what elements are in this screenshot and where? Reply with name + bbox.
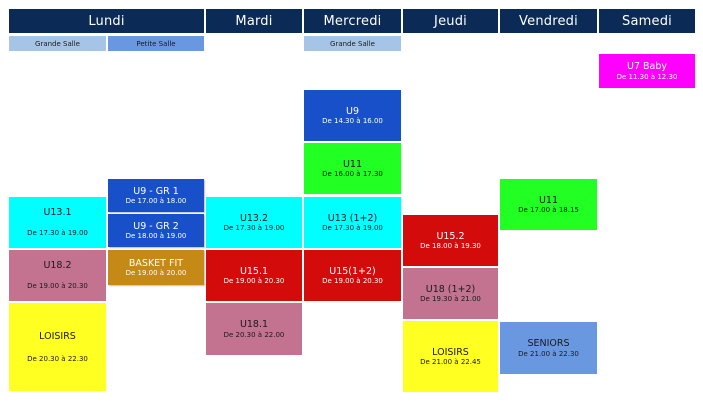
session-name: U15(1+2) (329, 265, 376, 277)
session-name: U18.2 (43, 260, 72, 272)
room-label-mercredi-grande-salle: Grande Salle (304, 36, 401, 51)
room-label-lundi-petite-salle: Petite Salle (108, 36, 204, 51)
session-block-lundi-u9-gr2[interactable]: U9 - GR 2 De 18.00 à 19.00 (108, 214, 204, 247)
day-header-mardi: Mardi (206, 9, 302, 33)
day-header-samedi: Samedi (599, 9, 695, 33)
session-block-mercredi-u11[interactable]: U11 De 16.00 à 17.30 (304, 143, 401, 194)
session-block-lundi-u13-1[interactable]: U13.1 De 17.30 à 19.00 (9, 197, 106, 248)
session-block-vendredi-seniors[interactable]: SENIORS De 21.00 à 22.30 (500, 322, 597, 374)
session-time: De 19.30 à 21.00 (420, 295, 481, 303)
session-name: SENIORS (527, 338, 570, 350)
session-time: De 17.30 à 19.00 (223, 224, 285, 232)
session-time: De 20.30 à 22.30 (27, 354, 88, 363)
session-name: U18 (1+2) (425, 283, 476, 295)
session-name: U18.1 (239, 319, 269, 331)
session-name: U13.1 (43, 207, 72, 219)
day-header-jeudi: Jeudi (403, 9, 498, 33)
session-block-mardi-u15-1[interactable]: U15.1 De 19.00 à 20.30 (206, 250, 302, 301)
session-block-mardi-u13-2[interactable]: U13.2 De 17.30 à 19.00 (206, 197, 302, 248)
session-name: U15.1 (239, 265, 269, 277)
session-time: De 17.00 à 18.00 (125, 197, 187, 205)
session-name: U15.2 (436, 230, 465, 242)
session-time: De 20.30 à 22.00 (223, 330, 285, 339)
session-time: De 19.00 à 20.00 (125, 269, 187, 277)
session-block-mercredi-u15[interactable]: U15(1+2) De 19.00 à 20.30 (304, 250, 401, 301)
session-name: U9 - GR 1 (133, 185, 179, 197)
session-name: LOISIRS (39, 331, 76, 343)
session-block-lundi-loisirs[interactable]: LOISIRS De 20.30 à 22.30 (9, 303, 106, 391)
session-block-mercredi-u9[interactable]: U9 De 14.30 à 16.00 (304, 90, 401, 141)
session-name: U13 (1+2) (327, 212, 378, 224)
session-block-lundi-u9-gr1[interactable]: U9 - GR 1 De 17.00 à 18.00 (108, 179, 204, 212)
session-name: U11 (342, 158, 363, 170)
session-block-jeudi-u18[interactable]: U18 (1+2) De 19.30 à 21.00 (403, 268, 498, 319)
session-time: De 19.00 à 20.30 (223, 277, 285, 285)
session-time: De 21.00 à 22.30 (518, 349, 579, 358)
session-time: De 17.30 à 19.00 (322, 224, 383, 232)
session-time: De 19.00 à 20.30 (27, 282, 88, 291)
room-label-lundi-grande-salle: Grande Salle (9, 36, 106, 51)
session-block-lundi-u18-2[interactable]: U18.2 De 19.00 à 20.30 (9, 250, 106, 301)
session-time: De 18.00 à 19.00 (125, 232, 187, 240)
session-name: BASKET FIT (128, 257, 184, 269)
day-header-vendredi: Vendredi (500, 9, 597, 33)
session-name: U13.2 (239, 212, 269, 224)
session-block-mercredi-u13[interactable]: U13 (1+2) De 17.30 à 19.00 (304, 197, 401, 248)
day-header-mercredi: Mercredi (304, 9, 401, 33)
session-name: U9 - GR 2 (133, 220, 179, 232)
session-name: U11 (538, 195, 559, 206)
session-name: U9 (346, 105, 359, 117)
day-header-lundi: Lundi (9, 9, 204, 33)
session-time: De 18.00 à 19.30 (420, 242, 481, 250)
session-name: LOISIRS (432, 346, 469, 358)
session-time: De 14.30 à 16.00 (322, 117, 383, 125)
session-block-mardi-u18-1[interactable]: U18.1 De 20.30 à 22.00 (206, 303, 302, 355)
session-time: De 19.00 à 20.30 (322, 277, 383, 285)
session-block-jeudi-loisirs[interactable]: LOISIRS De 21.00 à 22.45 (403, 321, 498, 392)
session-time: De 16.00 à 17.30 (322, 170, 383, 178)
session-time: De 11.30 à 12.30 (616, 72, 678, 81)
session-block-jeudi-u15-2[interactable]: U15.2 De 18.00 à 19.30 (403, 215, 498, 266)
session-name: U7 Baby (626, 61, 667, 73)
session-block-samedi-u7-baby[interactable]: U7 Baby De 11.30 à 12.30 (599, 54, 695, 88)
session-time: De 17.30 à 19.00 (27, 229, 88, 238)
session-time: De 17.00 à 18.15 (518, 206, 579, 215)
session-time: De 21.00 à 22.45 (420, 358, 481, 366)
session-block-lundi-basket-fit[interactable]: BASKET FIT De 19.00 à 20.00 (108, 250, 204, 285)
session-block-vendredi-u11[interactable]: U11 De 17.00 à 18.15 (500, 179, 597, 230)
